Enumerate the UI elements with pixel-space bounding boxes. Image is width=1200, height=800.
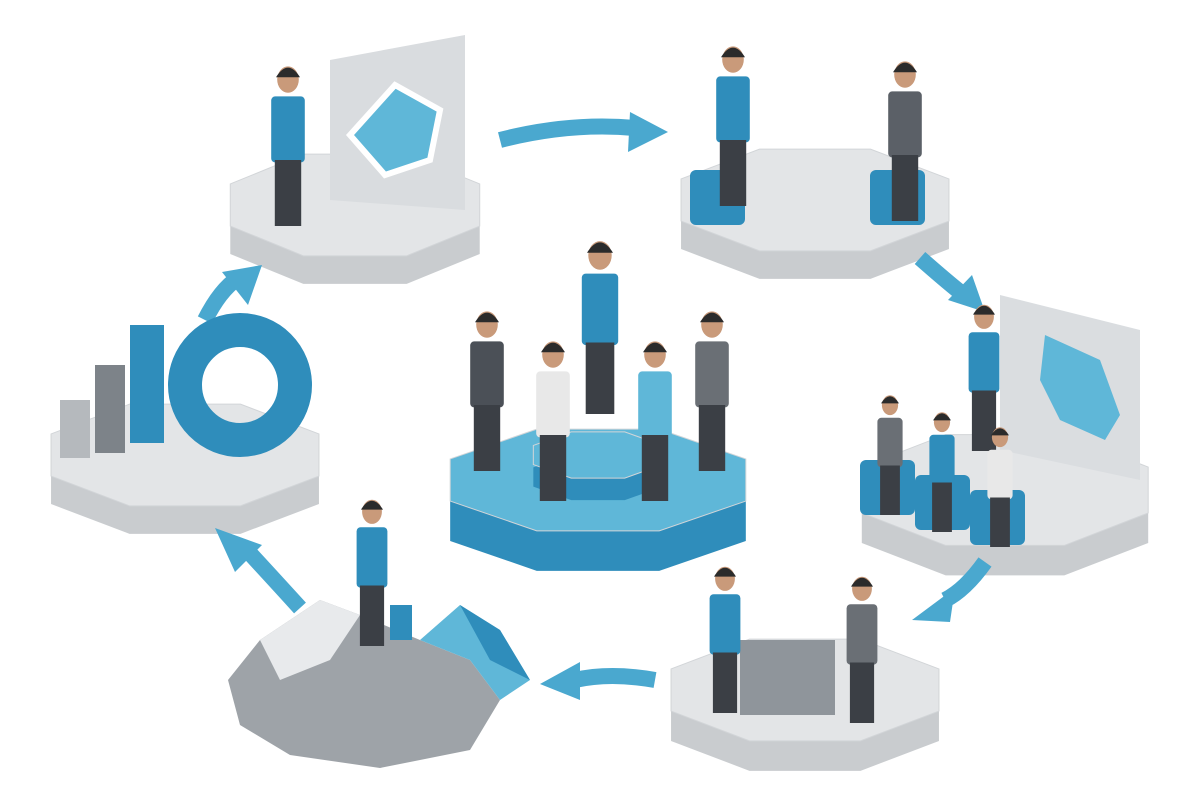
person-summit-body: [356, 527, 388, 588]
person-interviewer-legs: [719, 140, 747, 206]
person-audience-3-legs: [990, 497, 1010, 547]
person-team-1-legs: [473, 405, 501, 471]
person-negotiator-1-body: [709, 594, 741, 655]
person-leader-hair: [587, 242, 613, 253]
mountain-peak-blue-shade: [460, 605, 530, 680]
person-team-2-legs: [539, 435, 567, 501]
person-analyst-body: [271, 96, 305, 163]
arrow-right-bottom-head-icon: [912, 588, 955, 622]
person-candidate-body: [888, 91, 922, 158]
person-presenter-legs: [971, 390, 997, 451]
person-negotiator-1-legs: [712, 652, 738, 713]
person-team-2-hair: [541, 342, 565, 353]
arrow-top-head-icon: [628, 112, 668, 152]
meeting-table: [740, 640, 835, 715]
arrow-left-top-head-icon: [222, 265, 262, 305]
person-negotiator-2-legs: [849, 662, 875, 723]
person-team-4-legs: [698, 405, 726, 471]
arrow-right-top-shaft: [914, 251, 965, 299]
person-audience-3-body: [987, 449, 1013, 500]
arrow-bottom-left-shaft: [239, 542, 306, 614]
person-team-4-body: [695, 341, 729, 408]
person-audience-2-legs: [932, 482, 952, 532]
person-team-2-body: [536, 371, 570, 438]
person-analyst-legs: [274, 160, 302, 226]
person-presenter-body: [968, 332, 1000, 393]
person-summit-hair: [361, 500, 383, 510]
person-team-3-legs: [641, 435, 669, 501]
person-audience-1-legs: [880, 465, 900, 515]
person-audience-2-body: [929, 434, 955, 485]
arrow-bottom-head-icon: [540, 662, 580, 700]
presentation-shape: [1040, 335, 1120, 440]
person-team-3-body: [638, 371, 672, 438]
person-team-1-body: [470, 341, 504, 408]
arrow-bottom-left-head-icon: [215, 528, 262, 572]
person-negotiator-2-hair: [851, 577, 873, 587]
person-leader-legs: [585, 342, 615, 414]
person-leader-body: [581, 273, 619, 346]
person-negotiator-1-hair: [714, 567, 736, 577]
person-analyst-hair: [276, 67, 300, 78]
radar-chart-icon: [345, 81, 444, 179]
person-summit-legs: [359, 585, 385, 646]
arrow-right-top-head-icon: [948, 275, 985, 312]
person-team-1-hair: [475, 312, 499, 323]
person-team-3-hair: [643, 342, 667, 353]
arrow-bottom-shaft: [573, 668, 657, 688]
bar-3: [130, 325, 164, 443]
mountain-peak-blue: [420, 605, 530, 700]
person-audience-2-hair: [933, 413, 951, 421]
person-presenter-hair: [973, 305, 995, 315]
briefcase-icon: [390, 605, 412, 640]
mountain-rock-highlight: [260, 600, 360, 680]
arrow-top-shaft: [498, 118, 636, 148]
person-interviewer-hair: [721, 47, 745, 58]
bar-1: [60, 400, 90, 458]
donut-chart-icon: [168, 313, 312, 457]
person-audience-1-hair: [881, 396, 899, 404]
person-audience-3-hair: [991, 428, 1009, 436]
person-candidate-legs: [891, 155, 919, 221]
bar-2: [95, 365, 125, 453]
person-candidate-hair: [893, 62, 917, 73]
person-team-4-hair: [700, 312, 724, 323]
person-interviewer-body: [716, 76, 750, 143]
person-negotiator-2-body: [846, 604, 878, 665]
person-audience-1-body: [877, 417, 903, 468]
